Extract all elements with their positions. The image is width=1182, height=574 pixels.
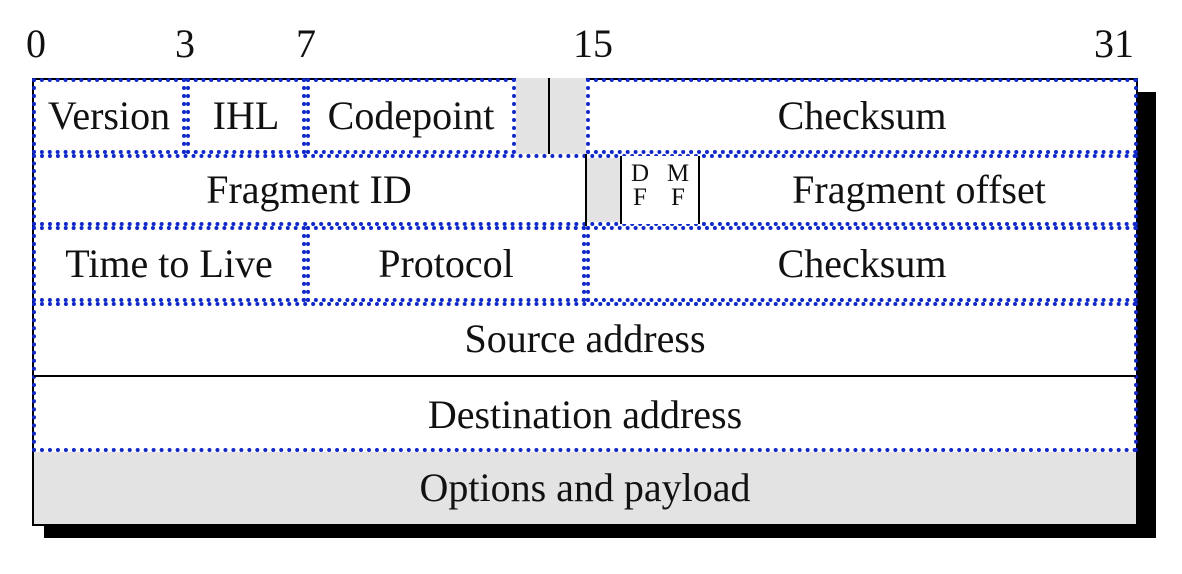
options-and-payload-field: Options and payload [34,452,1136,524]
reserved-bits-divider [548,78,550,154]
checksum-field-row3: Checksum [586,226,1138,302]
bit-position-3: 3 [175,21,195,66]
ihl-field: IHL [186,78,306,154]
destination-address-field: Destination address [427,391,743,437]
more-fragments-flag-bottom: F [671,184,685,211]
checksum-field-row1: Checksum [586,78,1138,154]
fragment-id-field: Fragment ID [206,167,412,212]
bit-position-0: 0 [26,21,46,66]
more-fragments-flag-top: M [666,160,690,187]
fragment-divider [585,154,587,226]
more-fragments-flag: M F [658,156,700,224]
dont-fragment-flag-bottom: F [633,184,647,211]
bit-position-7: 7 [296,21,316,66]
time-to-live-field: Time to Live [32,226,306,302]
version-field: Version [32,78,186,154]
address-group [32,302,1138,452]
codepoint-field: Codepoint [306,78,516,154]
dont-fragment-flag-top: D [630,160,650,187]
source-address-field: Source address [464,316,706,361]
protocol-field: Protocol [306,226,586,302]
reserved-bits-field [516,78,586,154]
dont-fragment-flag: D F [620,156,660,224]
fragment-offset-field: Fragment offset [792,167,1046,212]
address-divider [34,375,1136,377]
unused-flag-bit [586,158,620,222]
bit-position-15: 15 [573,21,613,66]
bit-position-31: 31 [1094,21,1134,66]
